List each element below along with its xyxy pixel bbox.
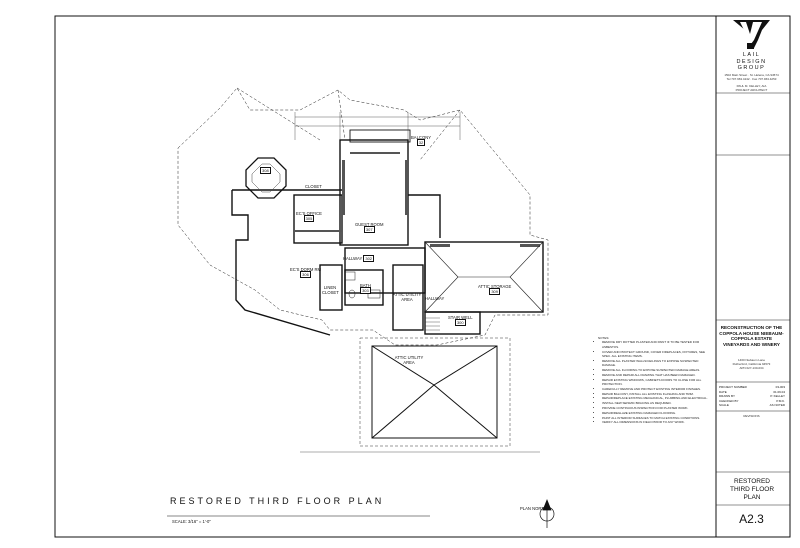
room-label: ATTIC UTILITY AREA (392, 292, 422, 302)
note-item: REPAIR EXISTING WINDOWS, CABINETS DOORS … (602, 378, 708, 387)
project-architect-role: PROJECT ARCHITECT (735, 88, 768, 92)
octagon-room (245, 157, 287, 199)
title-block-lines (716, 92, 790, 506)
bath-fixtures (344, 271, 381, 299)
room-label: 308 (260, 167, 271, 174)
north-label: PLAN NORTH (520, 506, 547, 511)
note-item: PROVIDE CONTINUOUS INSPECTION FOR PLASTE… (602, 406, 708, 410)
dimension-lines (294, 112, 461, 140)
note-item: PAINT ALL INTERIOR SURFACES TO MATCH EXI… (602, 416, 708, 420)
note-item: REMOVE ALL PLASTER WALLS/CEILINGS TO EXP… (602, 359, 708, 368)
note-item: COVER AND PROTECT GROUND, COVER FIREPLAC… (602, 350, 708, 359)
room-label: EC'S DORM RM 306 (290, 267, 322, 278)
building-walls (231, 139, 544, 336)
note-item: REMOVE AND REPAIR ALL FRAMING THAT HAS B… (602, 373, 708, 377)
note-item: REMOVE ALL FLOORING TO EXPOSE SUSPECTED … (602, 368, 708, 372)
drawing-scale: SCALE: 3/16" = 1'-0" (172, 519, 211, 524)
firm-address: 1502 Main Street · St. Helena, CA 94574 (724, 73, 779, 77)
project-architect: PAUL M. KELLEY, AIA (736, 84, 767, 88)
general-notes: NOTES: REMOVE DRY ROTTED PLASTER AND PAI… (598, 336, 708, 425)
room-label: LINEN CLOSET (322, 285, 339, 295)
room-label: GUEST ROOM 307 (355, 222, 384, 233)
project-address-1: 1460 Niebaum Lane (737, 358, 766, 362)
note-item: INSTALL NEW SEISMIC BRACING AS REQUIRED. (602, 401, 708, 405)
sheet-name: RESTORED THIRD FLOOR PLAN (729, 478, 775, 501)
note-item: REMOVE DRY ROTTED PLASTER AND PAINT IF T… (602, 340, 708, 349)
room-label: ATTIC UTILITY AREA (394, 355, 424, 365)
room-label: HALLWAY 302 (343, 255, 375, 262)
drawing-title: RESTORED THIRD FLOOR PLAN (170, 496, 385, 506)
room-label: CLOSET (305, 184, 322, 189)
roof-outline (177, 87, 549, 346)
room-label: STAIR WELL 300 (448, 315, 473, 326)
lower-roof-eave (359, 337, 511, 447)
wall-hatching (294, 152, 540, 247)
room-label: BALCONY 32 (411, 135, 432, 146)
firm-name: LAIL DESIGN GROUP (736, 52, 767, 71)
room-label: EC'S OFFICE 305 (296, 211, 322, 222)
sheet-border (54, 15, 791, 538)
room-label: BATH 303 (360, 283, 371, 294)
north-arrow-icon (539, 499, 555, 528)
room-label: ATTIC STORAGE 309 (478, 284, 512, 295)
revisions-label: REVISIONS (743, 414, 760, 418)
notes-heading: NOTES: (598, 336, 610, 340)
firm-logo-mark (733, 20, 770, 49)
note-item: REPAIR BALCONY, INSTALL ALL EXISTING FLA… (602, 392, 708, 396)
room-label: HALLWAY (425, 296, 445, 301)
note-item: REPAIR/REGLAZE EXISTING DAMAGED FLOORING… (602, 411, 708, 415)
note-item: CAREFULLY REMOVE AND PROTECT EXISTING IN… (602, 387, 708, 391)
balcony-area (349, 129, 411, 143)
firm-phone: Tel 707.963.4242 · Fax 707.963.4253 (726, 77, 777, 81)
project-title: RECONSTRUCTION OF THE COPPOLA HOUSE NIEB… (719, 325, 784, 347)
lower-roof-pyramid (371, 345, 498, 439)
note-item: REPAIR/REPLACE EXISTING MECHANICAL, PLUM… (602, 396, 708, 400)
project-address-2: Rutherford, California 94573 (732, 362, 771, 366)
stair-treads (425, 317, 440, 331)
notes-list: REMOVE DRY ROTTED PLASTER AND PAINT IF T… (598, 340, 708, 424)
project-apn: APN 027-130-034 (739, 366, 764, 370)
attic-storage-roof (424, 241, 544, 313)
note-item: VERIFY ALL DIMENSIONS IN FIELD PRIOR TO … (602, 420, 708, 424)
sheet-number: A2.3 (739, 512, 764, 526)
